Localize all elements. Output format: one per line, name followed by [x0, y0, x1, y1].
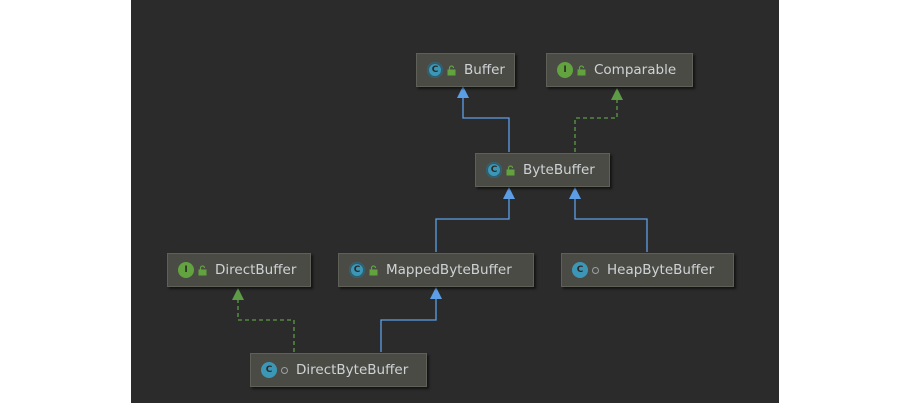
class-name: MappedByteBuffer	[386, 262, 512, 278]
public-lock-icon	[369, 264, 378, 276]
class-node-bytebuffer[interactable]: C ByteBuffer	[475, 153, 610, 187]
arrowhead-implements	[232, 288, 244, 300]
class-icon: C	[261, 362, 277, 378]
arrowhead-extends	[503, 187, 515, 199]
edge-bytebuffer-comparable	[574, 100, 618, 152]
package-private-dot-icon	[281, 366, 288, 374]
class-node-directbytebuffer[interactable]: C DirectByteBuffer	[250, 353, 427, 387]
class-name: Comparable	[594, 62, 677, 78]
public-lock-icon	[198, 264, 207, 276]
class-node-heapbytebuffer[interactable]: C HeapByteBuffer	[561, 253, 734, 287]
edge-mappedbytebuffer-bytebuffer	[435, 198, 510, 252]
class-node-directbuffer[interactable]: I DirectBuffer	[167, 253, 311, 287]
class-node-mappedbytebuffer[interactable]: C MappedByteBuffer	[338, 253, 534, 287]
public-lock-icon	[506, 164, 515, 176]
interface-icon: I	[178, 262, 194, 278]
class-name: ByteBuffer	[523, 162, 595, 178]
interface-icon: I	[557, 62, 573, 78]
class-name: Buffer	[464, 62, 505, 78]
class-name: DirectBuffer	[215, 262, 297, 278]
abstract-class-icon: C	[427, 62, 443, 78]
edge-directbytebuffer-directbuffer	[237, 300, 295, 352]
arrowhead-extends	[430, 287, 442, 299]
arrowhead-implements	[611, 88, 623, 100]
class-node-buffer[interactable]: C Buffer	[416, 53, 515, 87]
public-lock-icon	[447, 64, 456, 76]
arrowhead-extends	[457, 86, 469, 98]
abstract-class-icon: C	[349, 262, 365, 278]
class-icon: C	[572, 262, 588, 278]
package-private-dot-icon	[592, 266, 599, 274]
abstract-class-icon: C	[486, 162, 502, 178]
class-name: HeapByteBuffer	[607, 262, 715, 278]
edge-directbytebuffer-mappedbytebuffer	[380, 298, 437, 352]
class-name: DirectByteBuffer	[296, 362, 409, 378]
class-node-comparable[interactable]: I Comparable	[546, 53, 693, 87]
public-lock-icon	[577, 64, 586, 76]
edge-heapbytebuffer-bytebuffer	[574, 198, 648, 252]
edge-bytebuffer-buffer	[462, 96, 510, 152]
arrowhead-extends	[569, 187, 581, 199]
